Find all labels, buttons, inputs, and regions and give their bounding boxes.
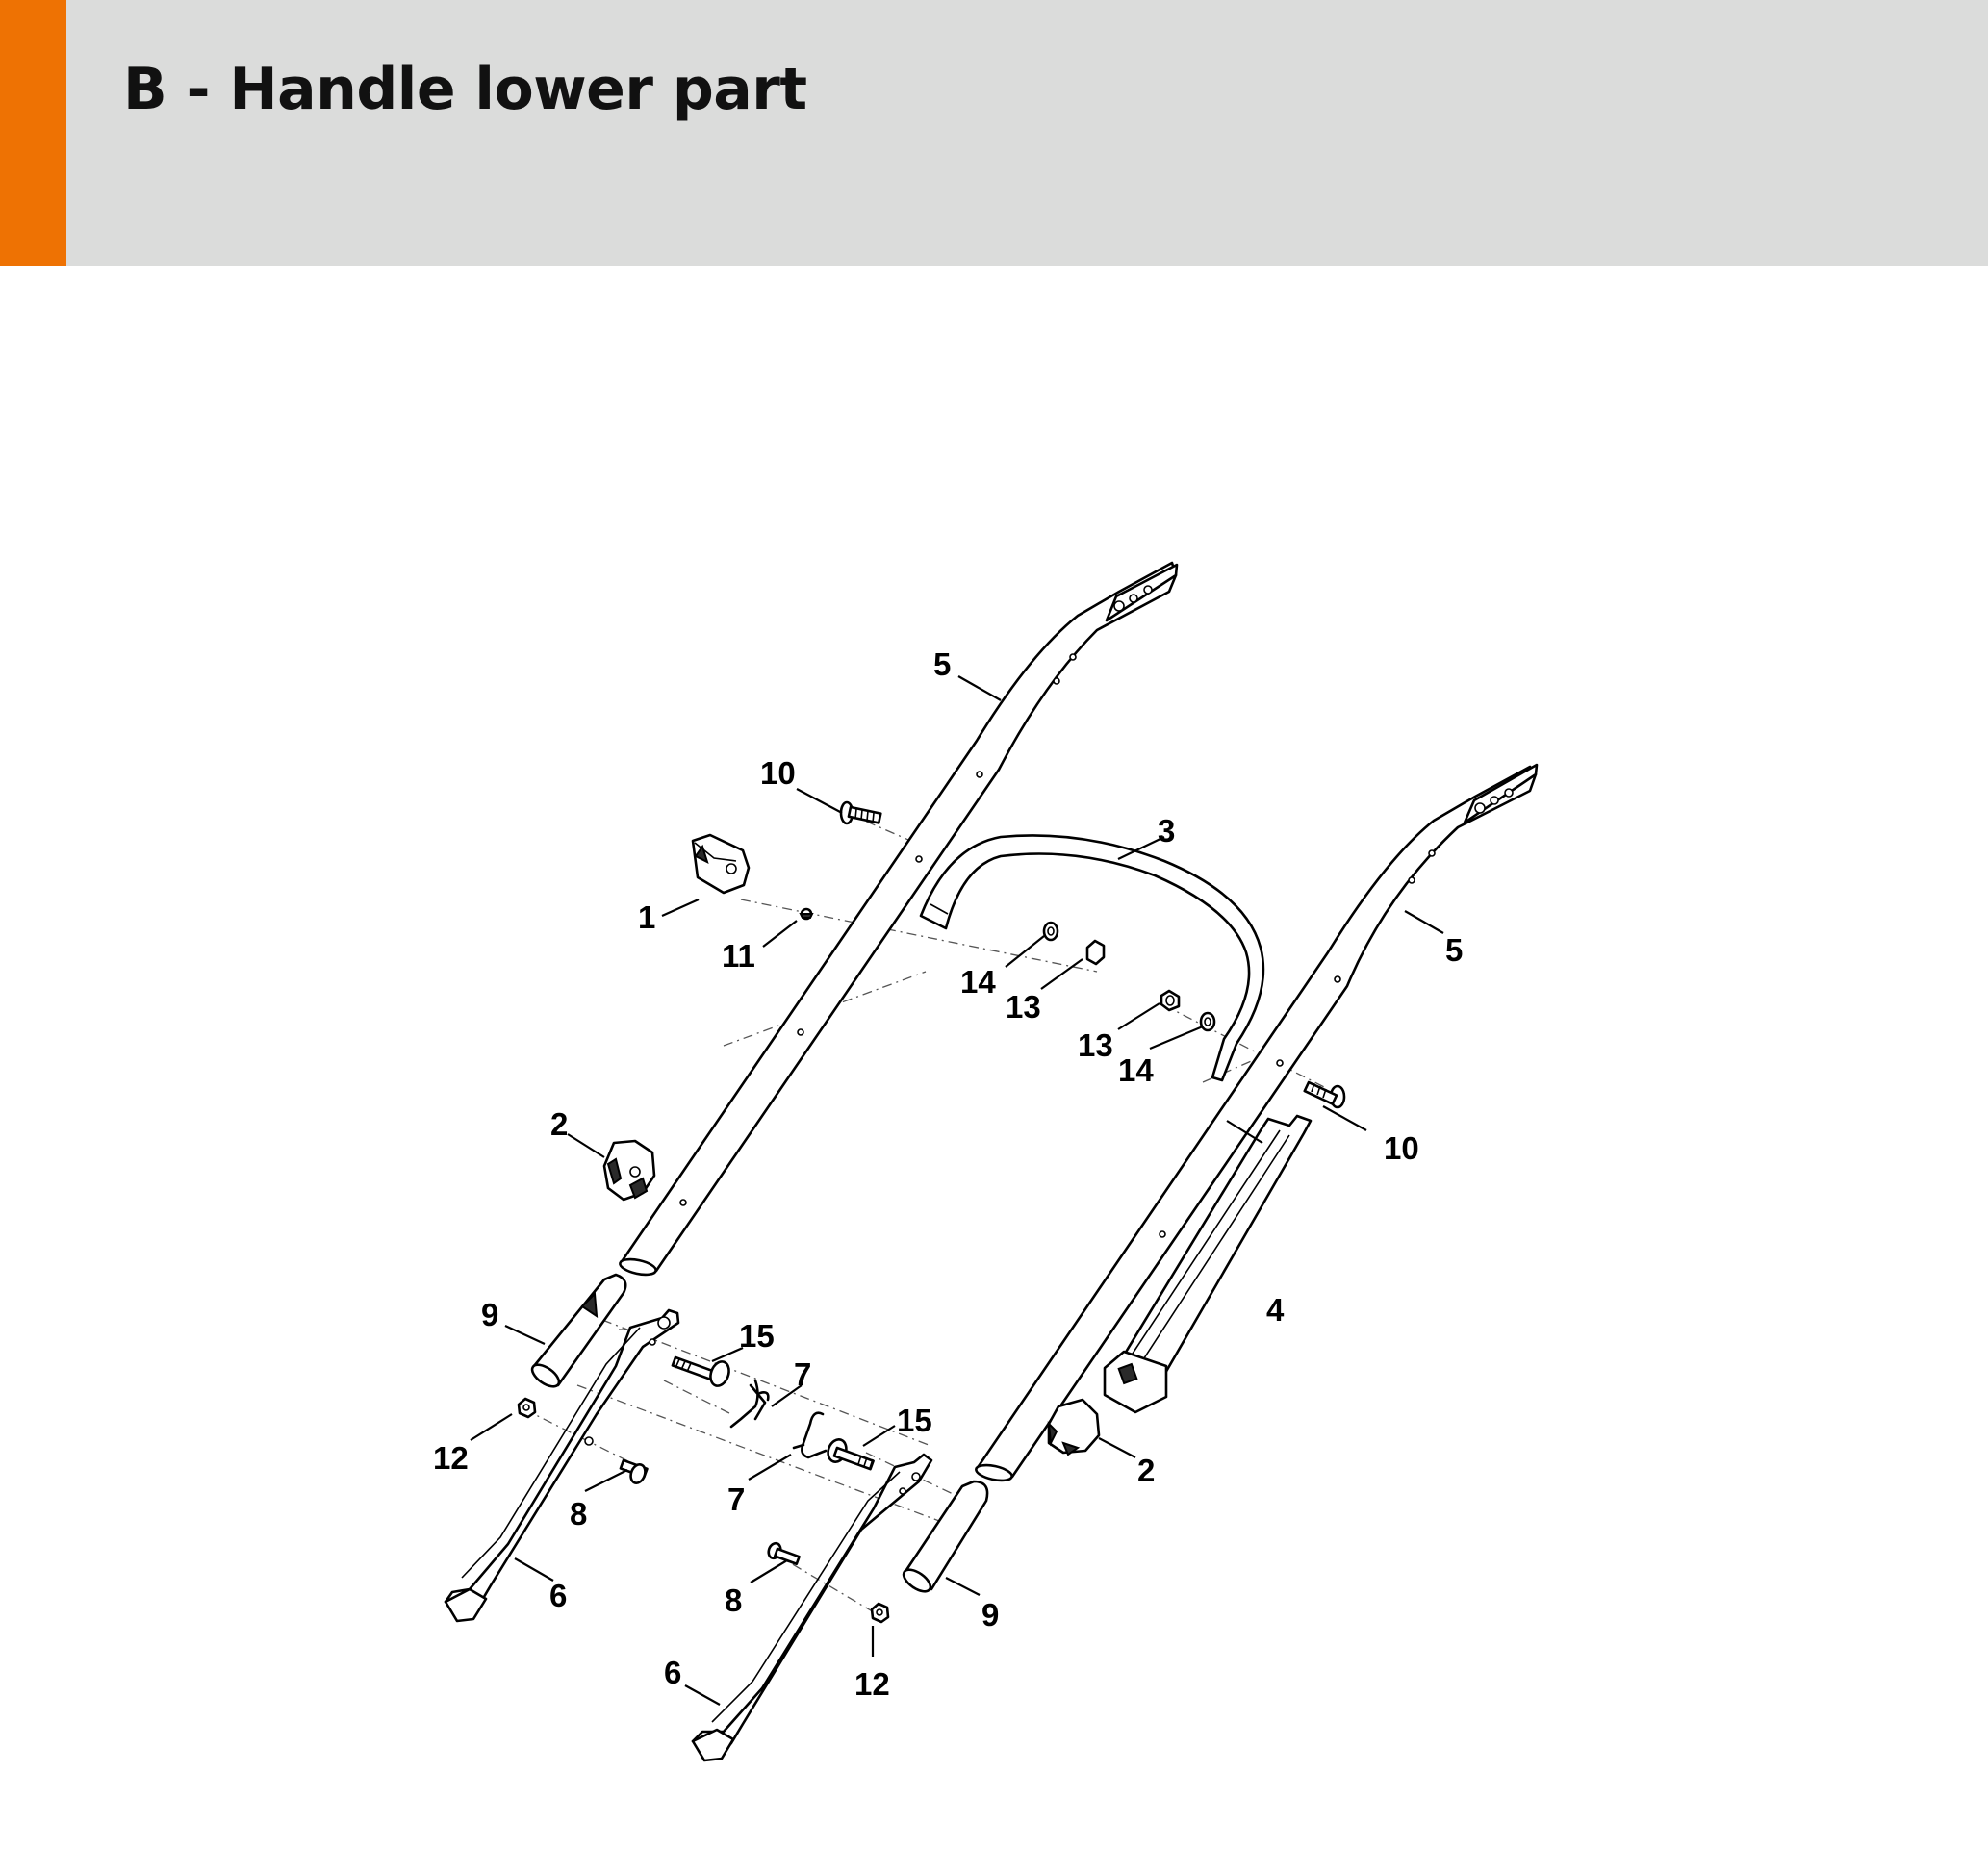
callout-5-right: 5 bbox=[1445, 932, 1463, 968]
callout-8-left: 8 bbox=[570, 1496, 587, 1532]
leader-lines bbox=[470, 675, 1444, 1706]
screw-11 bbox=[799, 907, 814, 921]
screw-8-right bbox=[767, 1541, 801, 1566]
bolt-15-left bbox=[671, 1355, 730, 1387]
callout-10-right: 10 bbox=[1384, 1130, 1419, 1166]
accent-bar bbox=[0, 0, 66, 266]
cable-clamp bbox=[691, 833, 751, 895]
knob-2-right bbox=[1047, 1398, 1101, 1456]
nut-13-right bbox=[1160, 989, 1181, 1012]
callout-7-right: 7 bbox=[727, 1481, 745, 1517]
callout-4: 4 bbox=[1266, 1292, 1285, 1328]
callout-6-right: 6 bbox=[664, 1655, 681, 1690]
nut-12-left bbox=[517, 1397, 537, 1419]
sleeve-9-right bbox=[902, 1480, 989, 1593]
lower-arm-6-right bbox=[691, 1453, 933, 1762]
header-band: B - Handle lower part bbox=[0, 0, 1988, 266]
nut-12-right bbox=[870, 1602, 890, 1624]
callout-7-left: 7 bbox=[794, 1356, 811, 1392]
callout-9-left: 9 bbox=[481, 1297, 498, 1332]
callout-12-right: 12 bbox=[854, 1666, 890, 1702]
callout-14-left: 14 bbox=[960, 964, 996, 1000]
callout-9-right: 9 bbox=[981, 1597, 999, 1633]
washer-14-right bbox=[1199, 1011, 1216, 1032]
knob-2-left bbox=[602, 1139, 656, 1202]
callout-10-left: 10 bbox=[760, 755, 796, 791]
callout-13-left: 13 bbox=[1006, 989, 1041, 1025]
callout-5-left: 5 bbox=[933, 646, 951, 682]
callout-14-right: 14 bbox=[1118, 1052, 1154, 1088]
lower-arm-6-left bbox=[444, 1308, 680, 1623]
bolt-10-right bbox=[1303, 1080, 1346, 1109]
sleeve-9-left bbox=[530, 1273, 627, 1388]
washer-14-left bbox=[1042, 921, 1059, 942]
cable-guide bbox=[1103, 1114, 1313, 1414]
callout-12-left: 12 bbox=[433, 1440, 469, 1476]
bolt-10-left bbox=[839, 800, 882, 825]
callout-2-left: 2 bbox=[550, 1106, 568, 1142]
spring-clip-7-left bbox=[729, 1379, 770, 1429]
page-title: B - Handle lower part bbox=[123, 56, 807, 123]
handle-tube-right bbox=[975, 763, 1539, 1482]
bolt-15-right bbox=[827, 1438, 875, 1471]
callout-2-right: 2 bbox=[1137, 1453, 1155, 1488]
callout-1: 1 bbox=[638, 899, 655, 935]
callout-numbers: 5 5 10 10 3 1 11 2 2 4 14 13 13 14 9 9 1… bbox=[433, 646, 1463, 1702]
screw-8-left bbox=[619, 1458, 649, 1484]
spring-clip-7-right bbox=[792, 1411, 828, 1459]
callout-3: 3 bbox=[1158, 813, 1175, 848]
callout-11: 11 bbox=[722, 938, 755, 974]
crossbar bbox=[919, 834, 1265, 1082]
callout-6-left: 6 bbox=[549, 1578, 567, 1613]
handle-tube-left bbox=[619, 561, 1179, 1277]
callout-13-right: 13 bbox=[1078, 1027, 1113, 1063]
callout-8-right: 8 bbox=[725, 1583, 742, 1618]
callout-15-right: 15 bbox=[897, 1403, 932, 1438]
callout-15-left: 15 bbox=[739, 1318, 775, 1354]
nut-13-left bbox=[1085, 939, 1106, 966]
